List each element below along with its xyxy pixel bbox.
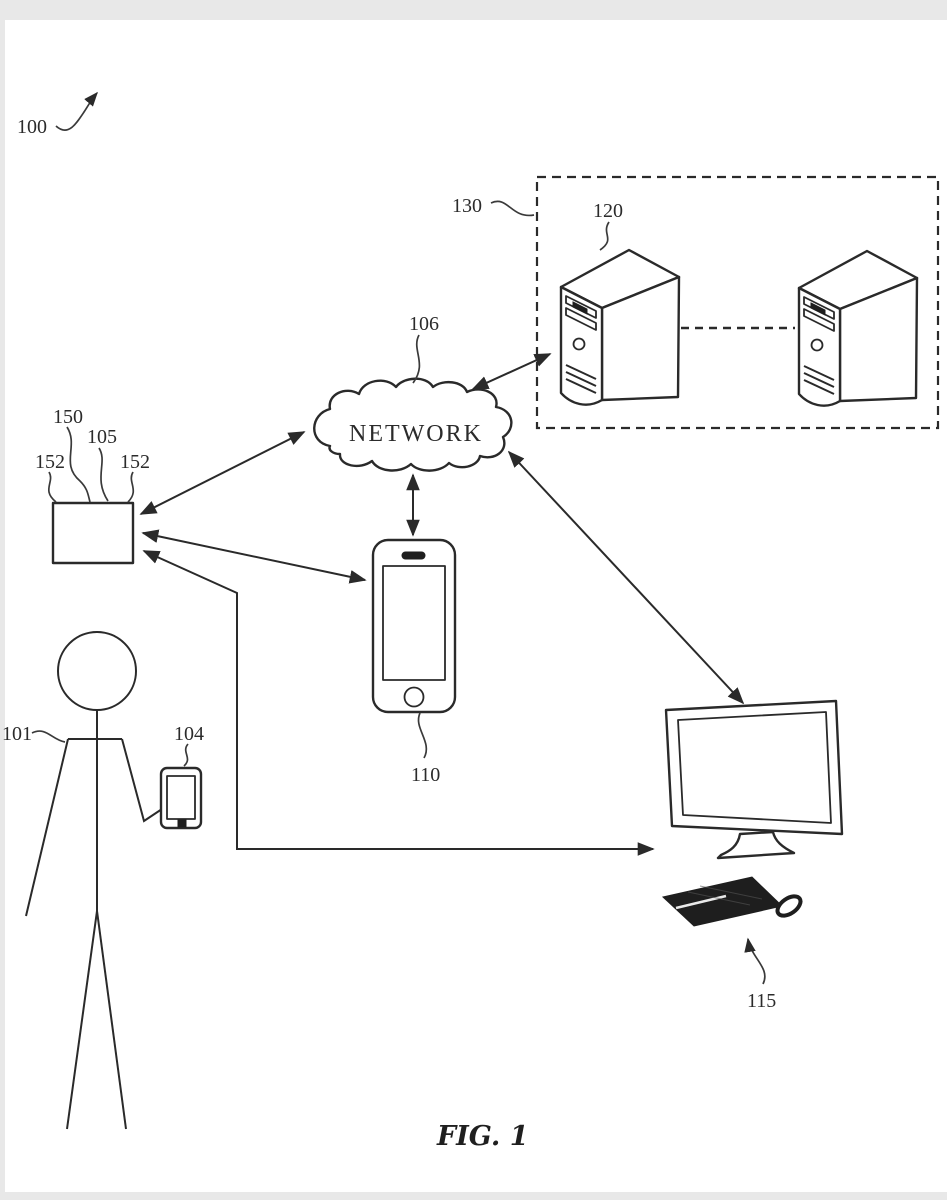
label-120: 120 [593, 200, 623, 222]
label-130-leader [490, 200, 535, 217]
label-150: 150 [53, 406, 83, 428]
person-left-arm [25, 738, 69, 917]
person-head [57, 631, 137, 711]
arrow-network-desktop [507, 450, 745, 705]
mouse [775, 894, 803, 918]
scan-edge-bottom [0, 1192, 947, 1200]
smartphone-110: 110 [371, 538, 457, 786]
label-115: 115 [747, 990, 776, 1012]
server-120: 120 [559, 200, 681, 406]
handheld-screen [166, 775, 196, 820]
label-100: 100 [17, 116, 47, 138]
label-105: 105 [87, 426, 117, 448]
label-110-leader [417, 712, 428, 759]
phone-screen [382, 565, 446, 681]
system-arrow [55, 91, 98, 131]
connections [139, 353, 745, 856]
arrow-station-desktop [142, 550, 655, 856]
phone-home-button [403, 686, 425, 708]
label-152-right-leader [127, 471, 135, 503]
arrow-station-network [139, 431, 306, 515]
handheld-104: 104 [159, 723, 204, 830]
label-101: 101 [2, 723, 32, 745]
label-152-left: 152 [35, 451, 65, 473]
system-ref-100: 100 [17, 91, 98, 138]
network-cloud-106: NETWORK 106 [313, 313, 513, 472]
handheld-home-button [177, 819, 187, 828]
monitor-stand [716, 830, 796, 860]
label-120-leader [599, 221, 610, 251]
label-106: 106 [409, 313, 439, 335]
label-101-leader [31, 730, 66, 743]
scan-edge-top [0, 0, 947, 20]
arrow-network-server [471, 353, 552, 390]
server-group-dashed-box [535, 175, 940, 430]
keyboard [661, 876, 784, 927]
stick-figure-101: 101 [2, 631, 163, 1130]
label-152-right: 152 [120, 451, 150, 473]
cloud-shape [313, 377, 513, 472]
scan-edge-left [0, 0, 5, 1200]
monitor-screen [677, 711, 832, 824]
keyboard-keys [687, 885, 763, 906]
person-left-leg [66, 910, 98, 1130]
server-group-130: 130 [452, 175, 940, 430]
label-104-leader [183, 743, 189, 767]
label-106-leader [412, 334, 421, 384]
figure-caption: FIG. 1 [436, 1121, 528, 1152]
label-150-leader [66, 426, 91, 503]
person-right-arm [121, 738, 163, 823]
label-152-left-leader [47, 471, 57, 503]
station-rect [51, 501, 135, 565]
desktop-115: 115 [661, 699, 844, 1012]
phone-speaker [401, 551, 426, 560]
cloud-label: NETWORK [349, 421, 483, 447]
label-105-leader [98, 447, 109, 502]
label-110: 110 [411, 764, 440, 786]
station-box-105: 150 105 152 152 [35, 406, 150, 565]
person-right-leg [96, 910, 127, 1130]
arrow-station-smartphone [141, 529, 367, 584]
label-115-arrow [744, 937, 766, 985]
server-secondary [797, 249, 919, 407]
label-104: 104 [174, 723, 204, 745]
label-130: 130 [452, 195, 482, 217]
